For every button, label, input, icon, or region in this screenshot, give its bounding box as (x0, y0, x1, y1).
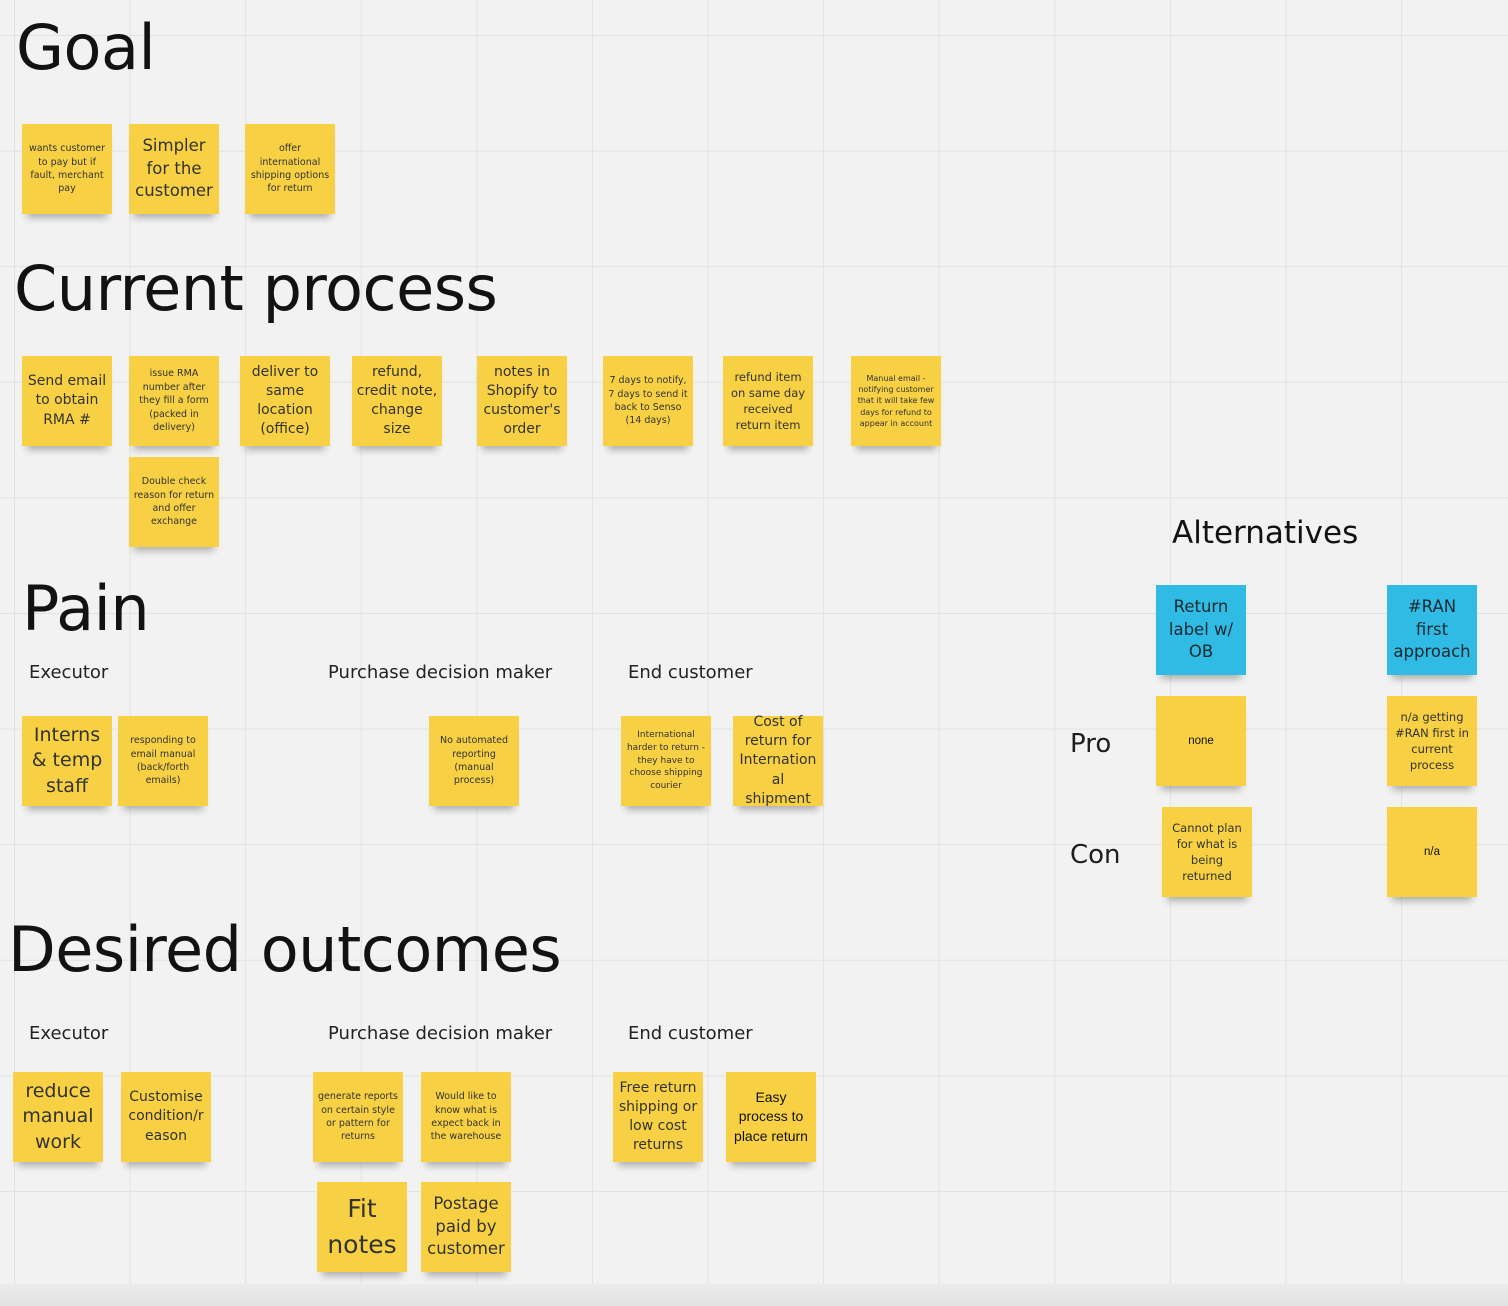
sticky-note[interactable]: Interns & temp staff (22, 716, 112, 806)
sticky-note[interactable]: notes in Shopify to customer's order (477, 356, 567, 446)
heading-current-process[interactable]: Current process (14, 252, 498, 325)
sticky-note[interactable]: Simpler for the customer (129, 124, 219, 214)
heading-pain[interactable]: Pain (22, 572, 150, 645)
sticky-note[interactable]: refund item on same day received return … (723, 356, 813, 446)
canvas-bottom-bar (0, 1284, 1508, 1306)
sticky-note[interactable]: refund, credit note, change size (352, 356, 442, 446)
sticky-note[interactable]: offer international shipping options for… (245, 124, 335, 214)
sticky-note[interactable]: generate reports on certain style or pat… (313, 1072, 403, 1162)
pain-label-end-customer[interactable]: End customer (628, 662, 753, 683)
sticky-note-blue[interactable]: Return label w/ OB (1156, 585, 1246, 675)
sticky-note[interactable]: deliver to same location (office) (240, 356, 330, 446)
outcome-label-end-customer[interactable]: End customer (628, 1023, 753, 1044)
sticky-note[interactable]: Cannot plan for what is being returned (1162, 807, 1252, 897)
alt-row-label-pro[interactable]: Pro (1070, 729, 1112, 759)
sticky-note[interactable]: Cost of return for Internation al shipme… (733, 714, 823, 807)
sticky-note[interactable]: No automated reporting (manual process) (429, 716, 519, 806)
heading-goal[interactable]: Goal (16, 11, 156, 84)
outcome-label-executor[interactable]: Executor (29, 1023, 109, 1044)
pain-label-executor[interactable]: Executor (29, 662, 109, 683)
sticky-note[interactable]: Free return shipping or low cost returns (613, 1072, 703, 1162)
sticky-note[interactable]: International harder to return - they ha… (621, 716, 711, 806)
pain-label-purchase-decision-maker[interactable]: Purchase decision maker (328, 662, 553, 683)
sticky-note[interactable]: Customise condition/r eason (121, 1072, 211, 1162)
sticky-note[interactable]: 7 days to notify, 7 days to send it back… (603, 356, 693, 446)
sticky-note-blue[interactable]: #RAN first approach (1387, 585, 1477, 675)
sticky-note[interactable]: reduce manual work (13, 1072, 103, 1162)
sticky-note[interactable]: none (1156, 696, 1246, 786)
sticky-note[interactable]: responding to email manual (back/forth e… (118, 716, 208, 806)
sticky-note[interactable]: wants customer to pay but if fault, merc… (22, 124, 112, 214)
sticky-note[interactable]: Manual email - notifying customer that i… (851, 356, 941, 446)
alt-row-label-con[interactable]: Con (1070, 840, 1121, 870)
heading-alternatives[interactable]: Alternatives (1172, 515, 1359, 551)
outcome-label-purchase-decision-maker[interactable]: Purchase decision maker (328, 1023, 553, 1044)
sticky-note[interactable]: Easy process to place return (726, 1072, 816, 1162)
sticky-note[interactable]: Postage paid by customer (421, 1182, 511, 1272)
sticky-note[interactable]: Double check reason for return and offer… (129, 457, 219, 547)
sticky-note[interactable]: n/a (1387, 807, 1477, 897)
heading-desired-outcomes[interactable]: Desired outcomes (8, 913, 562, 986)
sticky-note[interactable]: Fit notes (317, 1182, 407, 1272)
sticky-note[interactable]: n/a getting #RAN first in current proces… (1387, 696, 1477, 786)
sticky-note[interactable]: issue RMA number after they fill a form … (129, 356, 219, 446)
sticky-note[interactable]: Send email to obtain RMA # (22, 356, 112, 446)
sticky-note[interactable]: Would like to know what is expect back i… (421, 1072, 511, 1162)
